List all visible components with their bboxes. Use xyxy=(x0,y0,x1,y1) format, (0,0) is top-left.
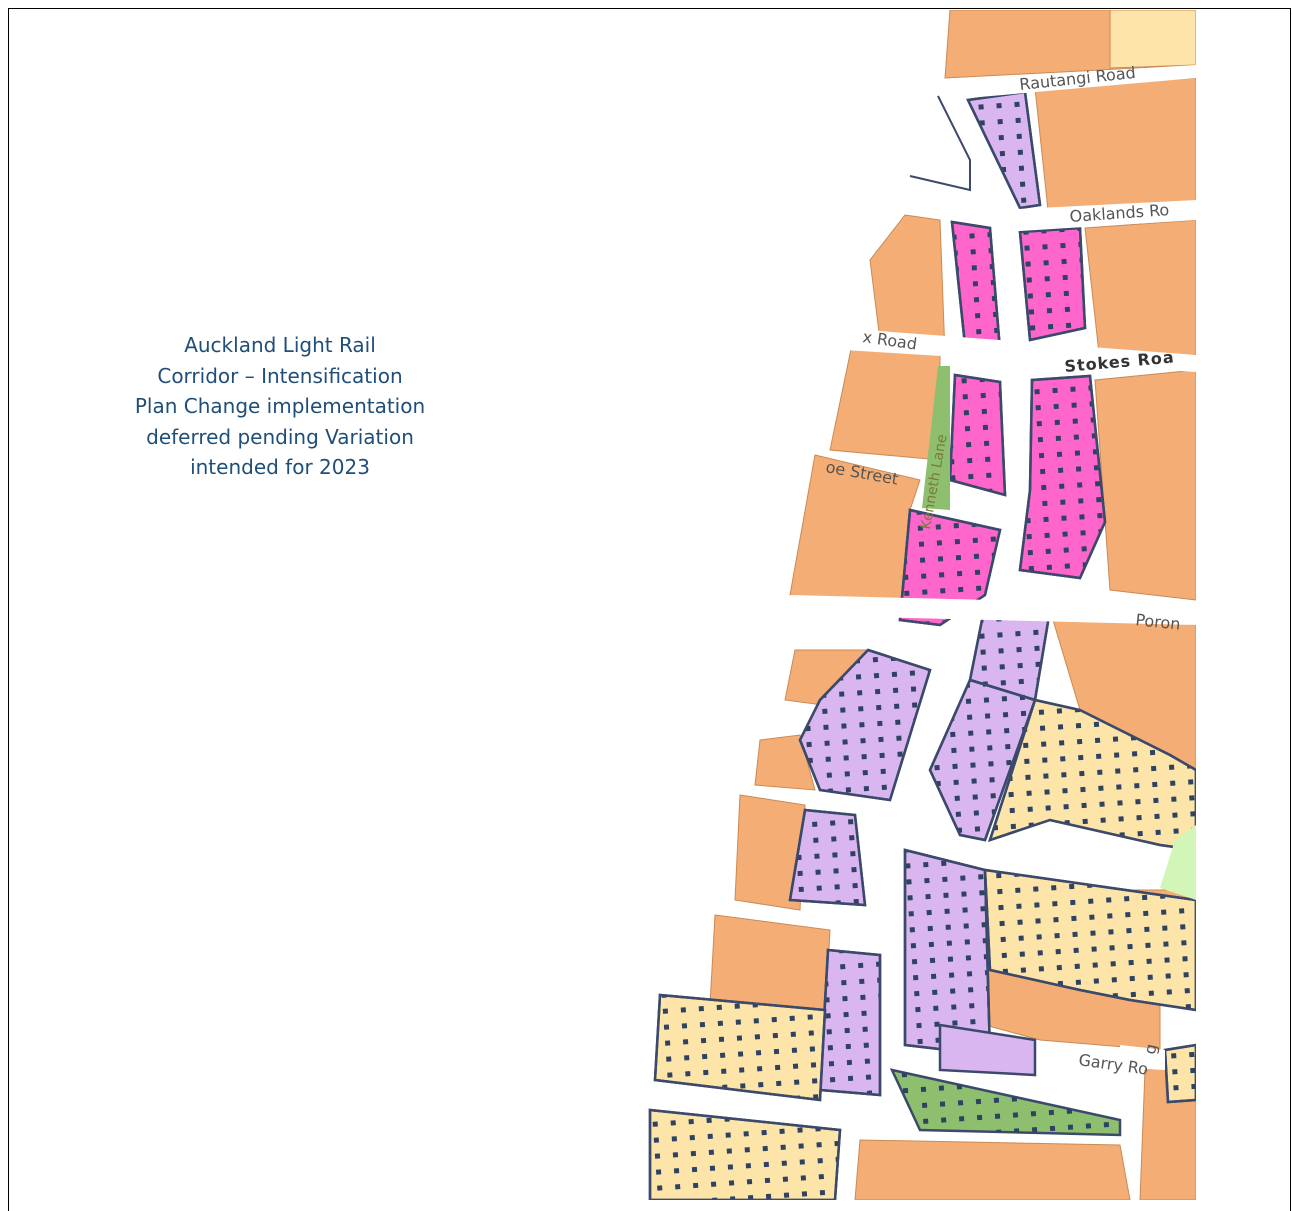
zone-mixed-housing-urban xyxy=(788,90,1052,1097)
deferral-notice: Auckland Light Rail Corridor – Intensifi… xyxy=(120,330,440,483)
notice-line-3: Plan Change implementation xyxy=(134,394,426,418)
page-frame xyxy=(8,8,1291,1211)
notice-line-4: deferred pending Variation xyxy=(146,424,414,449)
kerb-line xyxy=(909,95,971,192)
notice-line-2: Corridor – Intensification xyxy=(157,363,403,388)
zone-open-space xyxy=(889,366,1196,1137)
zone-mixed-housing-suburban xyxy=(648,698,1196,1200)
top-rule xyxy=(8,8,110,9)
notice-line-5: intended for 2023 xyxy=(190,455,370,479)
zoning-map[interactable]: Rautangi Road Oaklands Ro Stokes Roa x R… xyxy=(640,10,1196,1200)
zone-terrace-apartment xyxy=(898,220,1107,627)
zone-light-top xyxy=(1109,10,1196,69)
roads xyxy=(788,65,1196,1070)
road-label-g: g xyxy=(1140,1042,1160,1055)
road-label-poron: Poron xyxy=(1135,610,1182,634)
notice-line-1: Auckland Light Rail xyxy=(184,333,376,357)
